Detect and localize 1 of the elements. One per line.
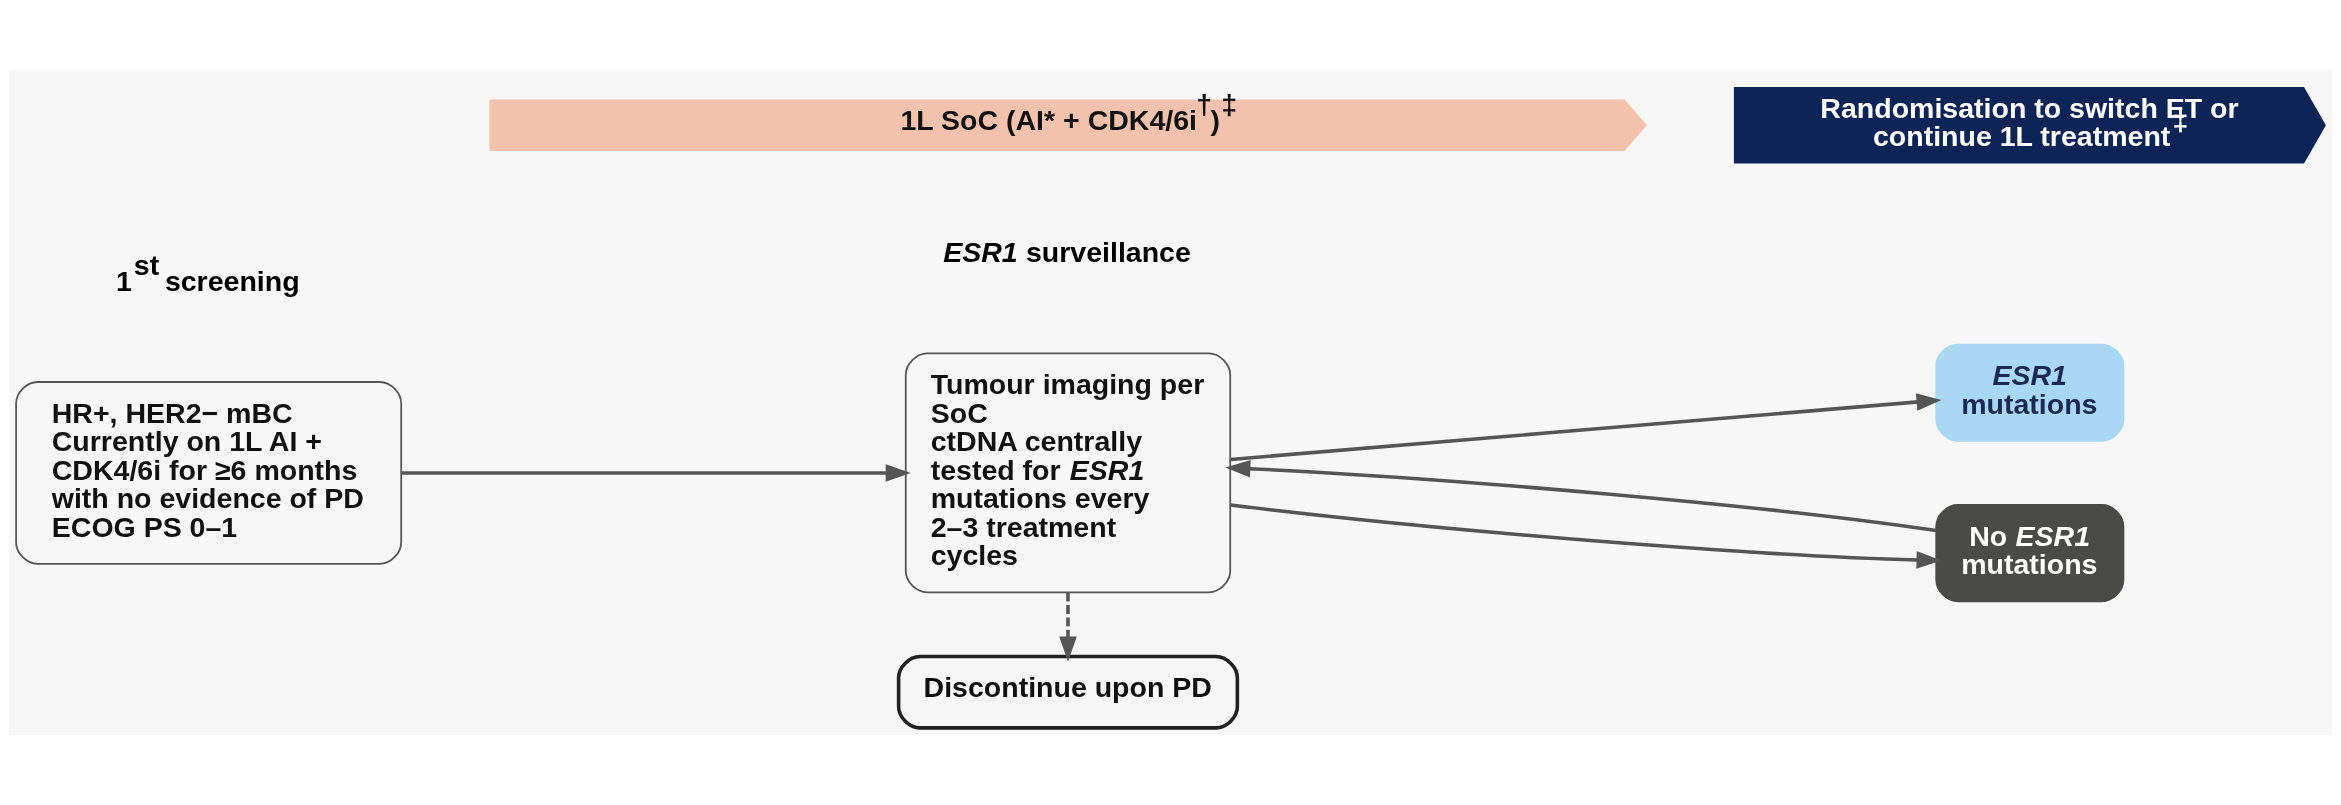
label: ESR1 surveillance bbox=[943, 236, 1191, 269]
